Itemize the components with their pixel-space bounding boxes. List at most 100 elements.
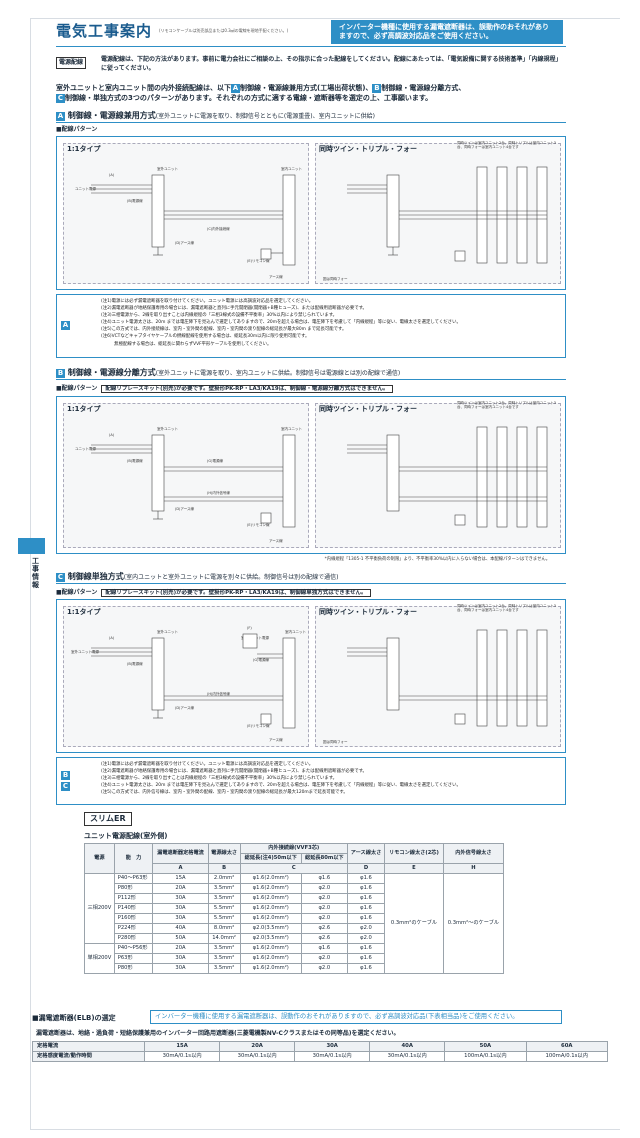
col-signal: 内外信号線太さ [442, 843, 505, 864]
elb-sensitivity-cell: 30mA/0.1s以内 [369, 1051, 446, 1062]
table-cell: φ1.6(2.0mm²) [239, 913, 302, 924]
table-cell: φ1.6 [346, 883, 386, 894]
table-cell: 3.5mm² [207, 883, 241, 894]
panel-c-left-title: 1:1タイプ [67, 608, 101, 616]
label-b-indoor: 室内ユニット [281, 427, 302, 431]
label-b-power: (B)電源線 [127, 459, 143, 463]
col-letter-d: D [346, 863, 386, 874]
table-cell: 3.5mm² [207, 943, 241, 954]
panel-b-right-title: 同時ツイン・トリプル・フォー [319, 405, 417, 413]
section-c-heading: C 制御線単独方式(室内ユニットと室外ユニットに電源を別々に供給。制御信号は別の… [56, 572, 339, 582]
section-a-notes: (注1)電源には必ず漏電遮断器を取り付けてください。ユニット電源には高調波対応品… [56, 294, 566, 358]
title-note: (リモコンケーブルは別売部品または0.3㎟の電線を現地手配ください。) [159, 28, 289, 33]
note-bc-1: (注1)電源には必ず漏電遮断器を取り付けてください。ユニット電源には高調波対応品… [101, 762, 314, 767]
col-earth: アース線太さ [346, 843, 386, 864]
table-cell: φ2.0 [346, 933, 386, 944]
col-power: 電源 [84, 843, 115, 874]
col-wire: 電源線太さ [207, 843, 241, 864]
section-a-pattern-label: ■配線パターン [56, 126, 98, 133]
table-cell: φ1.6 [346, 873, 386, 884]
slim-spec-table: 電源 能 力 漏電遮断器定格電流 電源線太さ 内外接続線(VVF3芯) アース線… [84, 843, 505, 974]
table-cell: φ1.6 [346, 963, 386, 974]
table-cell: φ1.6(2.0mm²) [239, 943, 302, 954]
note-a-3: (注3)三相電源から、2線を取り出すことは内線規程の「三相3線式の設備不平衡率」… [101, 313, 338, 319]
note-a-6: (注6)VCTなどキャブタイヤケーブルの撚線配線を使用する場合は、総延長30m以… [101, 334, 310, 340]
remote-wire-cell: 0.3mm²のケーブル [384, 873, 444, 974]
label-b-d-earth: (D)アース線 [175, 507, 195, 511]
page-frame [30, 18, 620, 1130]
panel-b-1to1 [63, 403, 309, 548]
section-a-heading: A 制御線・電源線兼用方式(室外ユニットに電源を取り、制御信号とともに(電源重畳… [56, 111, 375, 121]
label-earth: アース線 [269, 275, 283, 279]
note-bc-4: (注4)ユニット電源太さは、20m までは電圧降下を見込んで選定してありますので… [101, 783, 461, 789]
table-cell: 15A [152, 873, 209, 884]
table-cell: φ1.6(2.0mm²) [239, 873, 302, 884]
label-a: (A) [109, 173, 115, 177]
label-c-a: (A) [109, 636, 115, 640]
col-vvf50: 総延長(注4)50m以下 [239, 853, 302, 864]
label-c-d-earth: (D)アース線 [175, 706, 195, 710]
panel-c-right-title: 同時ツイン・トリプル・フォー [319, 608, 417, 616]
table-cell: P160形 [113, 913, 154, 924]
label-b-power-wire: (B)電源線 [127, 199, 143, 203]
elb-current-cell: 30A [294, 1041, 371, 1052]
slim-er-badge: スリムER [84, 812, 132, 826]
elb-sensitivity-cell: 30mA/0.1s以内 [219, 1051, 296, 1062]
col-breaker: 漏電遮断器定格電流 [152, 843, 209, 864]
section-c-wiring-lines [91, 629, 548, 729]
table-cell: φ1.6(2.0mm²) [239, 963, 302, 974]
label-c-b-power: (B)電源線 [127, 662, 143, 666]
col-letter-e: E [384, 863, 444, 874]
note-bc-2: (注2)漏電遮断器が地絡保護専用の場合には、漏電遮断器と直列に手元開閉器(開閉器… [101, 769, 367, 775]
table-cell: P40〜P56形 [113, 943, 154, 954]
table-cell: φ1.6(2.0mm²) [239, 953, 302, 964]
table-cell: P80形 [113, 883, 154, 894]
table-cell: 14.0mm² [207, 933, 241, 944]
table-cell: φ1.6 [346, 913, 386, 924]
elb-sensitivity-cell: 30mA/0.1s以内 [144, 1051, 221, 1062]
table-cell: φ2.0(3.5mm²) [239, 933, 302, 944]
notes-a-key: A [61, 321, 70, 330]
col-vvf80: 総延長80m以下 [300, 853, 348, 864]
table-cell: 3.5mm² [207, 893, 241, 904]
section-b-wiring-lines [91, 426, 548, 528]
note-a-1: (注1)電源には必ず漏電遮断器を取り付けてください。ユニット電源には高調波対応品… [101, 299, 314, 304]
col-letter-a: A [152, 863, 209, 874]
note-a-5: (注5)この方式では、内外接続線は、室内・室外間の配線、室内・室内間の渡り配線の… [101, 327, 347, 333]
table-cell: φ2.0 [300, 893, 348, 904]
elb-heading: ■漏電遮断器(ELB)の選定 [32, 1014, 116, 1022]
section-b-footnote: *内線規程「1305-1 不平衡負荷の制限」より、不平衡率30%以内に入らない場… [324, 557, 550, 562]
elb-row-current-label: 定格電流 [31, 1041, 146, 1052]
label-b-unit-power: ユニット電源 [75, 447, 96, 451]
section-b-diagram: 1:1タイプ 同時ツイン・トリプル・フォー 同時ツインは室内ユニット2台、同時ト… [56, 396, 566, 554]
table-cell: 20A [152, 943, 209, 954]
table-cell: 50A [152, 933, 209, 944]
table-cell: P280形 [113, 933, 154, 944]
label-b-h-signal: (H)内外信号線 [207, 491, 230, 495]
panel-c-multi-note: 同時ツインは室内ユニット2台、同時トリプルは室内ユニット3台、同時フォーは室内ユ… [457, 604, 556, 613]
section-a-wiring-lines [91, 166, 548, 266]
table-cell: P112形 [113, 893, 154, 904]
table-cell: φ1.6(2.0mm²) [239, 893, 302, 904]
table-cell: φ2.0 [300, 913, 348, 924]
title-divider [56, 46, 566, 47]
table-cell: φ2.0 [300, 903, 348, 914]
col-capacity: 能 力 [113, 843, 154, 874]
warning-banner: インバーター機種に使用する漏電遮断器は、誤動作のおそれがありますので、必ず高調波… [331, 20, 563, 44]
panel-b-left-title: 1:1タイプ [67, 405, 101, 413]
table-cell: φ1.6 [346, 943, 386, 954]
label-c-earth: アース線 [269, 738, 283, 742]
label-c-outdoor: 室外ユニット [157, 630, 178, 634]
elb-row-sensitivity-label: 定格感度電流/動作時間 [31, 1051, 146, 1062]
section-a-diagram: 1:1タイプ 同時ツイン・トリプル・フォー 同時ツインは室内ユニット2台、同時ト… [56, 136, 566, 290]
table-cell: 2.0mm² [207, 873, 241, 884]
elb-sensitivity-cell: 100mA/0.1s以内 [525, 1051, 609, 1062]
label-c-f: (F) [247, 626, 252, 630]
table-cell: 3.5mm² [207, 953, 241, 964]
panel-a-1to1 [63, 143, 309, 284]
